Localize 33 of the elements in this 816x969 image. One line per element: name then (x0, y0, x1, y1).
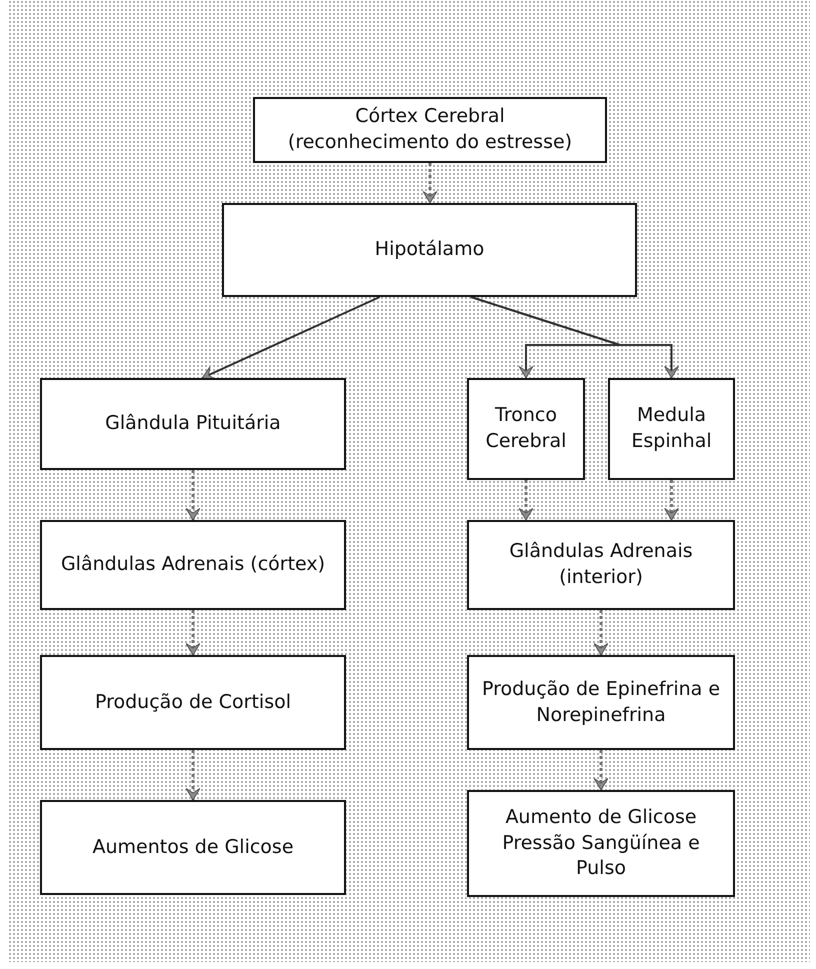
box-text: Produção de Cortisol (94, 690, 292, 715)
process-box (467, 520, 735, 610)
arrow (594, 750, 608, 790)
process-box (467, 655, 735, 750)
arrow (470, 296, 679, 378)
process-box (467, 378, 585, 480)
box-text: Hipotálamo (374, 237, 484, 262)
box-text: Glândulas Adrenais (córtex) (60, 552, 326, 578)
process-box (467, 790, 735, 897)
box-text: Córtex Cerebral (355, 104, 505, 130)
process-box (222, 203, 637, 297)
process-box (608, 378, 735, 480)
box-text: Aumentos de Glicose (92, 834, 294, 860)
box-text: Aumento de Glicose Pressão Sangüínea e Pulso (501, 805, 701, 882)
box-text: Tronco Cerebral (484, 403, 568, 454)
arrow (664, 480, 679, 520)
process-box (40, 800, 346, 895)
arrow (186, 610, 200, 656)
box-text: Produção de Epinefrina e Norepinefrina (480, 676, 722, 728)
arrow (186, 470, 200, 520)
process-box (40, 520, 346, 610)
arrow (594, 610, 608, 656)
arrow (202, 296, 380, 380)
process-box (40, 655, 346, 750)
box-text: Medula Espinhal (630, 403, 713, 454)
arrow (422, 163, 438, 204)
box-text: (reconhecimento do estresse) (288, 130, 572, 155)
arrow (518, 480, 534, 520)
box-text: Glândula Pituitária (105, 411, 281, 436)
arrow (186, 750, 200, 800)
process-box (40, 378, 346, 470)
box-text: Glândulas Adrenais (interior) (508, 539, 694, 590)
process-box (253, 97, 607, 163)
